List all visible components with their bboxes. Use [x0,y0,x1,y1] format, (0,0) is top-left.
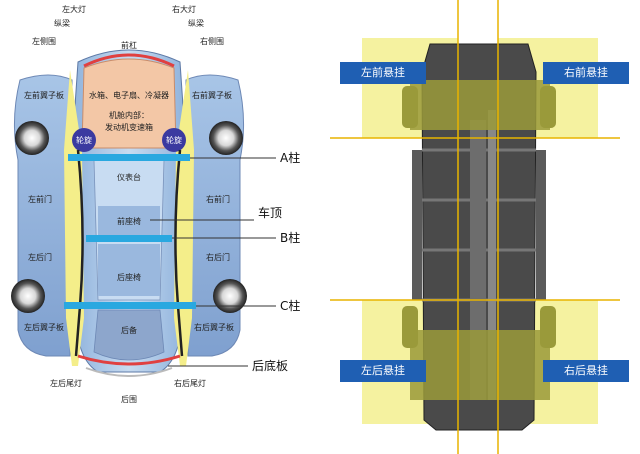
left-wheel-arch-circle [72,128,96,152]
label-engine-bay: 机舱内部： [109,110,149,120]
right-wheel-arch-circle [162,128,186,152]
left-rear-suspension-label: 左后悬挂 [340,360,426,382]
callout-roof: 车顶 [258,205,282,220]
rear-light-arc [77,354,181,366]
chassis-left-rail [412,150,422,300]
label-front-bumper: 前杠 [121,40,137,50]
label-trunk: 后备 [121,325,137,335]
rear-bumper-arc [85,367,173,377]
right-rear-suspension-label: 右后悬挂 [543,360,629,382]
label-left-headlight: 左大灯 [62,4,86,14]
label-right-headlight: 右大灯 [172,4,196,14]
engine-bay-area [81,58,177,149]
left-front-wheel [15,121,49,155]
rear-seat-area [98,244,160,296]
callout-b-pillar: B柱 [280,230,300,245]
label-left-fender: 左侧围 [32,36,56,46]
label-right-wheel-arch: 轮旋 [166,135,182,145]
callout-c-pillar: C柱 [280,298,300,313]
label-right-taillight: 右后尾灯 [174,378,206,388]
b-pillar-bar [86,235,172,242]
label-left-front-door: 左前门 [28,194,52,204]
left-side-panel [13,74,73,357]
label-left-rear-door: 左后门 [28,252,52,262]
chassis-wheel-left-rear [402,306,418,348]
label-right-rail: 纵梁 [188,19,204,28]
chassis-wheel-right-front [540,86,556,128]
chassis-wheel-left-front [402,86,418,128]
label-right-front-fender-panel: 右前翼子板 [192,90,232,100]
trunk-area [93,309,165,361]
label-right-fender: 右侧围 [200,36,224,46]
right-front-suspension-label: 右前悬挂 [543,62,629,84]
right-front-wheel [209,121,243,155]
label-right-rear-door: 右后门 [206,252,230,262]
rear-axle-assembly [410,330,550,400]
front-axle-assembly [410,80,550,130]
right-side-panel [185,74,245,357]
left-rear-wheel [11,279,45,313]
label-engine-gearbox: 发动机变速箱 [105,122,153,132]
label-dashboard: 仪表台 [117,172,141,182]
callout-a-pillar: A柱 [280,150,300,165]
callout-rear-floor: 后底板 [252,358,288,373]
c-pillar-bar [64,302,196,309]
chassis-right-rail [536,150,546,300]
label-left-wheel-arch: 轮旋 [76,135,92,145]
right-rear-wheel [213,279,247,313]
front-seat-area [98,206,160,236]
left-front-suspension-label: 左前悬挂 [340,62,426,84]
front-bumper-arc [83,53,175,68]
label-right-rear-fender-panel: 右后翼子板 [194,322,234,332]
label-left-rear-fender-panel: 左后翼子板 [24,322,64,332]
label-rear-seat: 后座椅 [117,272,141,282]
driveshaft [488,110,496,400]
chassis-wheel-right-rear [540,306,556,348]
label-right-front-door: 右前门 [206,194,230,204]
label-radiator: 水箱、电子扇、冷凝器 [89,90,169,100]
right-frame-line [174,149,184,357]
label-rear-bumper: 后围 [121,394,137,404]
label-front-seat: 前座椅 [117,216,141,226]
a-pillar-bar [68,154,190,161]
left-frame-line [74,149,84,357]
label-left-rail: 纵梁 [54,19,70,28]
label-left-front-fender-panel: 左前翼子板 [24,90,64,100]
label-left-taillight: 左后尾灯 [50,378,82,388]
